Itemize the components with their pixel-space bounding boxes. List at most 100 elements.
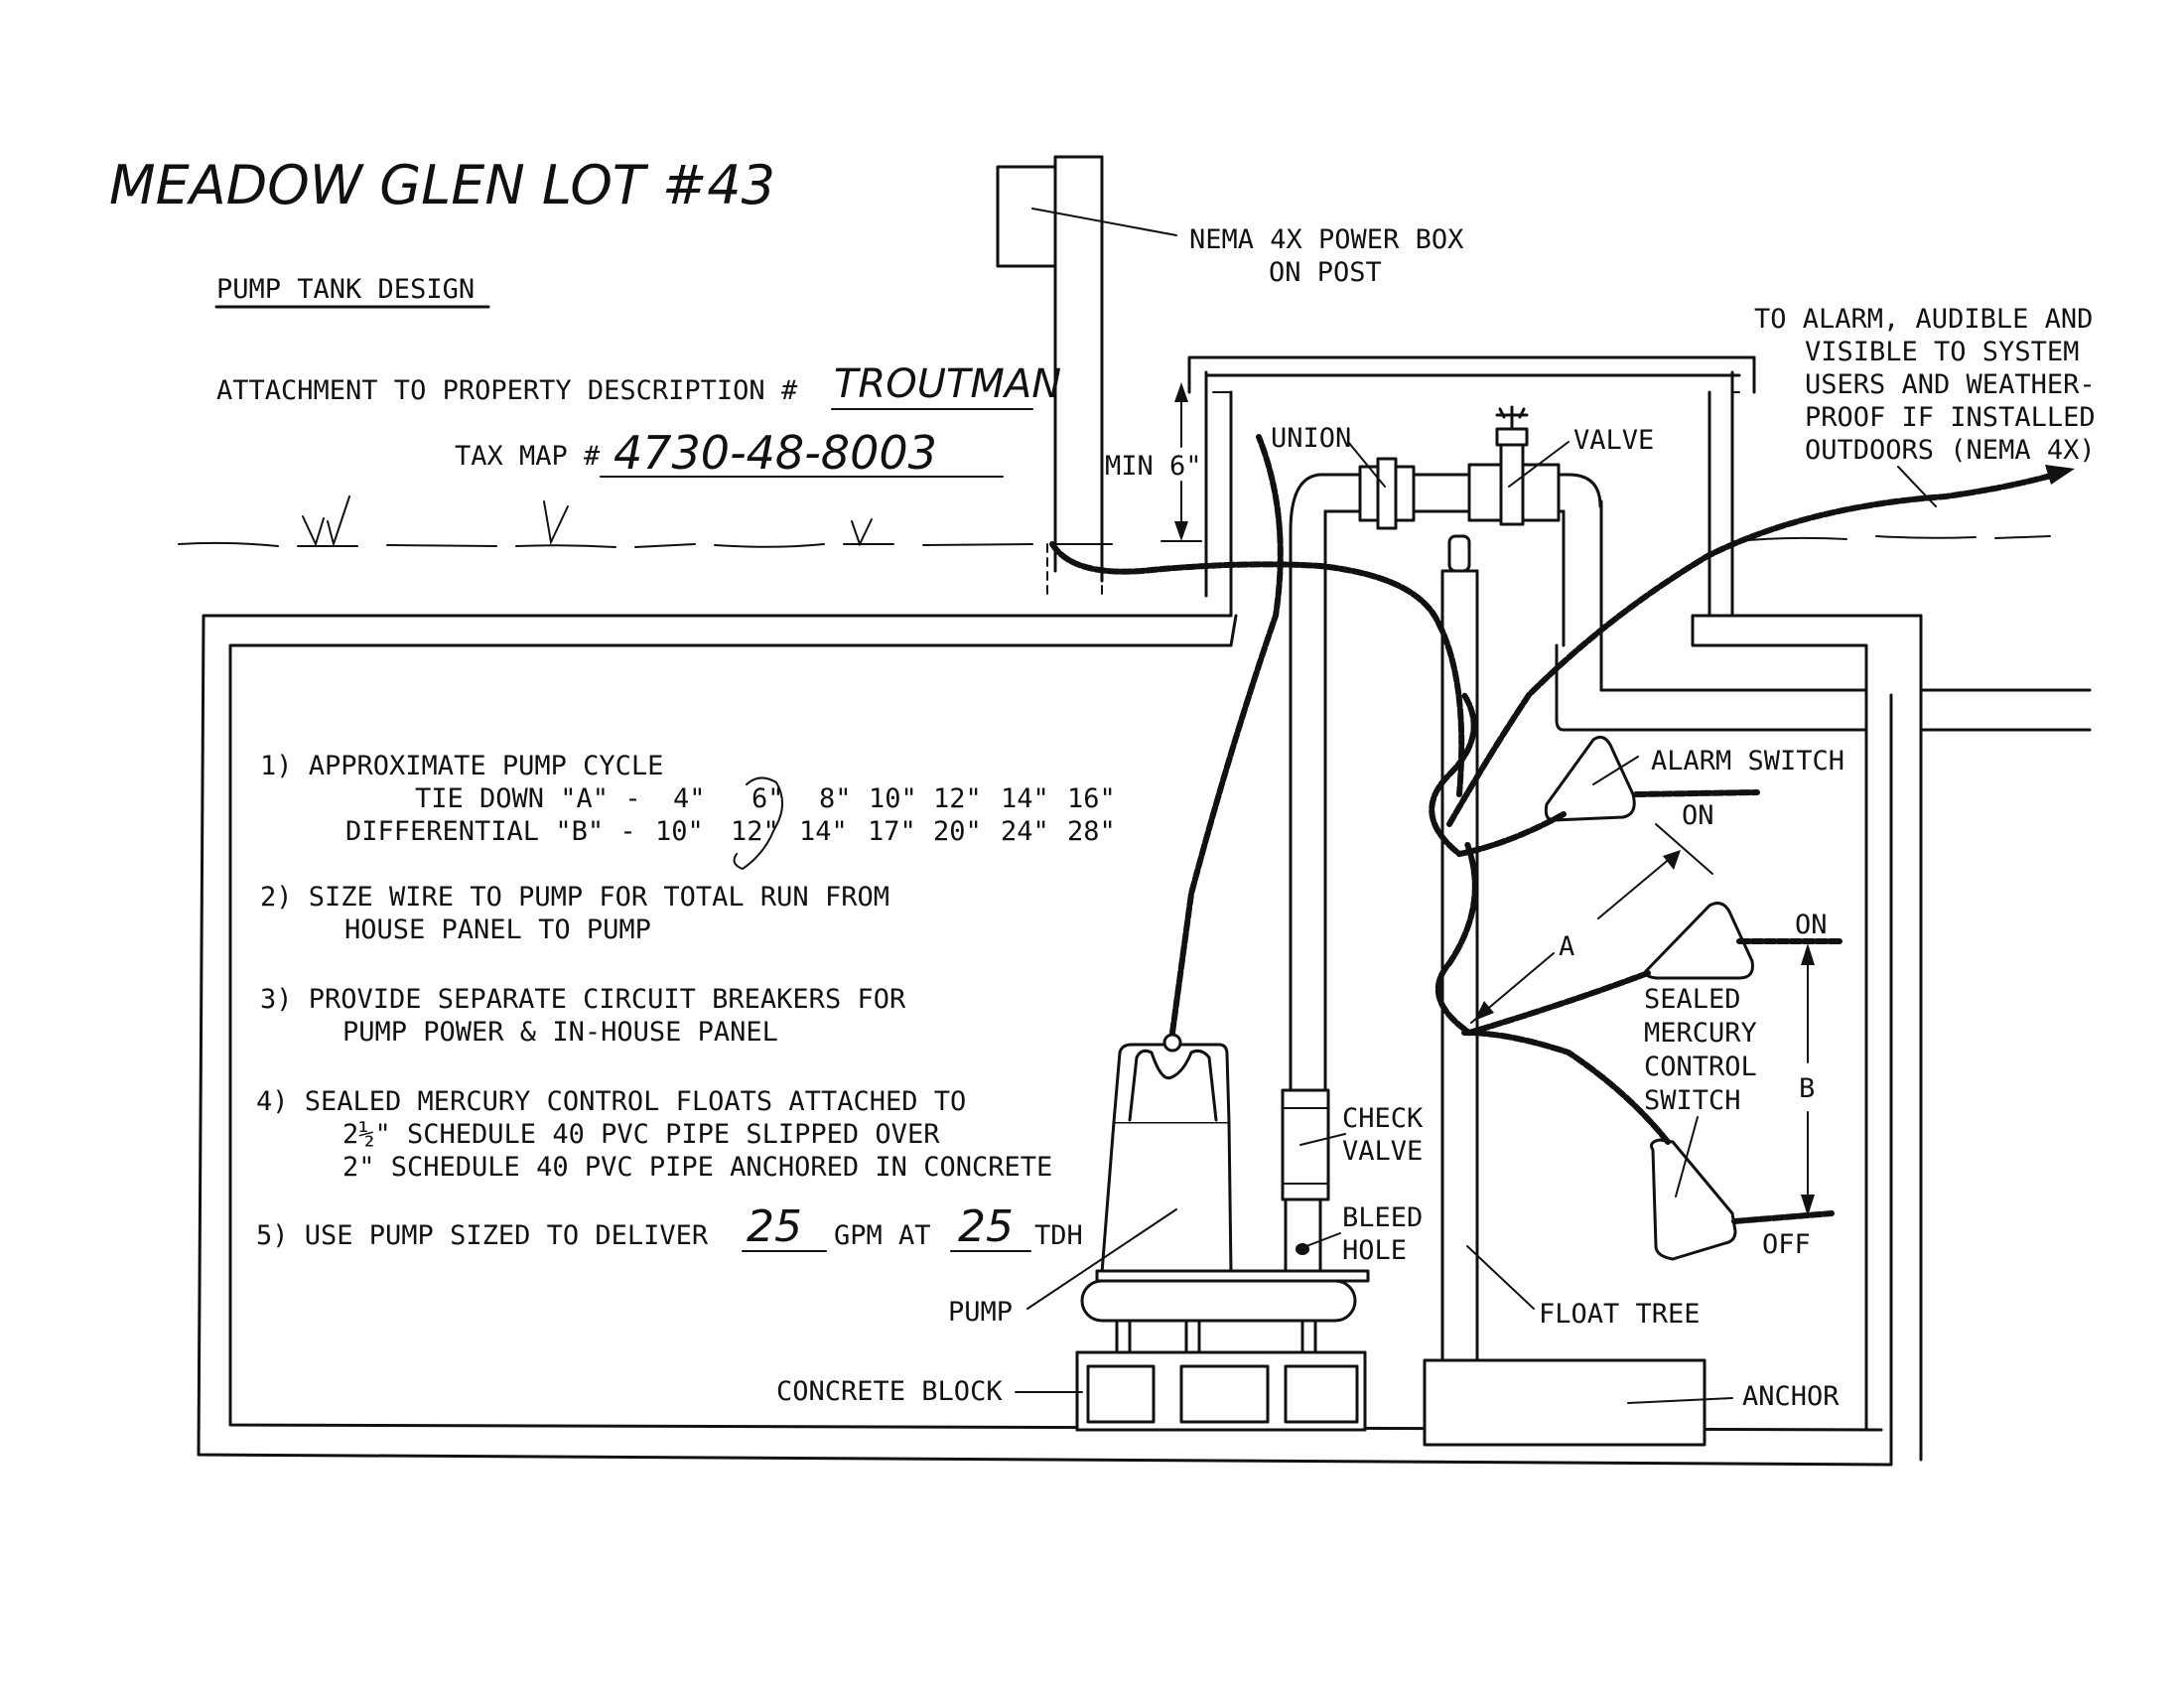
selection-circle-icon — [733, 776, 783, 871]
pump-label: PUMP — [948, 1297, 1013, 1328]
alarm-note-line5: OUTDOORS (NEMA 4X) — [1805, 435, 2096, 466]
pump-off-label: OFF — [1762, 1229, 1811, 1260]
check-valve-leader — [1299, 1133, 1346, 1146]
pump-on-label: ON — [1795, 910, 1828, 940]
note-1-differential-value: 17" — [868, 816, 916, 847]
pump-power-cord — [1169, 434, 1284, 1036]
note-5-suffix: TDH — [1034, 1220, 1083, 1251]
note-3-line2: PUMP POWER & IN-HOUSE PANEL — [342, 1017, 778, 1048]
alarm-note-line1: TO ALARM, AUDIBLE AND — [1754, 304, 2093, 335]
note-1-differential-value: 20" — [933, 816, 982, 847]
alarm-note-line2: VISIBLE TO SYSTEM — [1805, 337, 2079, 367]
float-tree — [1440, 534, 1479, 1362]
on-float-cord — [1434, 841, 1651, 1037]
tax-map-label: TAX MAP # — [455, 441, 601, 472]
note-5-gpm-value: 25 — [747, 1201, 802, 1252]
alarm-level-mark — [1633, 789, 1760, 797]
septic-pump-tank — [197, 499, 2092, 1467]
float-tree-leader — [1466, 1245, 1535, 1310]
note-5-tdh-value: 25 — [958, 1201, 1014, 1252]
min-6-label: MIN 6" — [1105, 451, 1202, 482]
sealed-switch-label-line1: SEALED — [1644, 984, 1741, 1015]
note-2-line1: 2) SIZE WIRE TO PUMP FOR TOTAL RUN FROM — [260, 882, 889, 913]
access-riser — [1187, 355, 1756, 618]
note-1-differential-value: 28" — [1067, 816, 1116, 847]
anchor-label: ANCHOR — [1742, 1381, 1840, 1412]
float-tree-label: FLOAT TREE — [1539, 1299, 1701, 1330]
note-1-tie-down-value: 14" — [1001, 783, 1049, 814]
sealed-switch-label-line4: SWITCH — [1644, 1085, 1741, 1116]
power-box-label-line2: ON POST — [1269, 257, 1382, 288]
dimension-b-label: B — [1799, 1073, 1815, 1104]
note-1-differential-label: DIFFERENTIAL "B" - — [345, 816, 636, 847]
note-1-differential-value: 14" — [799, 816, 848, 847]
check-valve-label-line2: VALVE — [1342, 1136, 1423, 1167]
discharge-pipe — [1289, 473, 1602, 1104]
power-box-post — [996, 155, 1104, 597]
note-1-tie-down-value: 10" — [869, 783, 917, 814]
note-5-prefix: 5) USE PUMP SIZED TO DELIVER — [256, 1220, 709, 1251]
alarm-cable — [1446, 469, 2068, 827]
power-box-label-line1: NEMA 4X POWER BOX — [1189, 224, 1463, 255]
handwritten-title: MEADOW GLEN LOT #43 — [109, 154, 775, 216]
note-4-line2: 2½" SCHEDULE 40 PVC PIPE SLIPPED OVER — [342, 1119, 940, 1150]
dimension-b — [1801, 943, 1815, 1216]
ground-surface — [178, 495, 2051, 548]
min-6-dimension — [1160, 382, 1202, 542]
union-label: UNION — [1271, 423, 1351, 454]
sealed-switch-leader — [1675, 1116, 1699, 1197]
note-1-title: 1) APPROXIMATE PUMP CYCLE — [260, 751, 663, 781]
tax-map-value: 4730-48-8003 — [614, 426, 937, 480]
note-1-differential-value: 24" — [1001, 816, 1049, 847]
power-feed-cord — [1049, 541, 1465, 797]
alarm-on-label: ON — [1682, 800, 1714, 831]
note-4-line1: 4) SEALED MERCURY CONTROL FLOATS ATTACHE… — [256, 1086, 966, 1117]
alarm-float-icon — [1544, 735, 1636, 822]
alarm-float-cord — [1429, 692, 1567, 858]
doc-title: PUMP TANK DESIGN — [216, 274, 475, 305]
union-leader — [1347, 441, 1386, 488]
note-4-line3: 2" SCHEDULE 40 PVC PIPE ANCHORED IN CONC… — [342, 1152, 1052, 1183]
note-1-tie-down-value: 16" — [1067, 783, 1116, 814]
anchor-icon — [1423, 1358, 1706, 1447]
concrete-block-label: CONCRETE BLOCK — [776, 1376, 1003, 1407]
alarm-leader — [1897, 466, 1937, 507]
bleed-hole-leader — [1305, 1232, 1341, 1247]
gate-valve-icon — [1467, 405, 1561, 526]
notes-block: 1) APPROXIMATE PUMP CYCLE TIE DOWN "A" -… — [256, 751, 1116, 1252]
note-1-differential-value: 10" — [655, 816, 704, 847]
bleed-hole-label-line1: BLEED — [1342, 1202, 1423, 1233]
submersible-pump-icon — [1080, 1033, 1370, 1352]
grass-tuft-icon — [851, 518, 873, 547]
grass-tuft-icon — [302, 495, 350, 548]
off-float-cord — [1461, 1030, 1671, 1145]
note-5-mid: GPM AT — [834, 1220, 931, 1251]
note-1-differential-value: 12" — [731, 816, 779, 847]
alarm-cable-arrow-icon — [2045, 465, 2075, 485]
note-1-tie-down-label: TIE DOWN "A" - — [415, 783, 641, 814]
pump-leader — [1026, 1208, 1177, 1310]
attachment-value: TROUTMAN — [834, 361, 1061, 407]
pump-off-float-icon — [1650, 1138, 1737, 1261]
check-valve-label-line1: CHECK — [1342, 1103, 1424, 1134]
power-box-leader — [1031, 208, 1177, 236]
concrete-block-icon — [1075, 1350, 1367, 1432]
attachment-label: ATTACHMENT TO PROPERTY DESCRIPTION # — [216, 375, 798, 406]
alarm-note-line4: PROOF IF INSTALLED — [1805, 402, 2096, 433]
grass-tuft-icon — [543, 500, 569, 546]
pump-off-level-mark — [1731, 1210, 1835, 1224]
dimension-a-label: A — [1559, 931, 1574, 962]
anchor-leader — [1627, 1397, 1733, 1404]
check-valve-icon — [1281, 1088, 1330, 1201]
alarm-note-line3: USERS AND WEATHER- — [1805, 369, 2096, 400]
dimension-a — [1470, 823, 1713, 1024]
sealed-switch-label-line3: CONTROL — [1644, 1052, 1757, 1082]
alarm-switch-leader — [1592, 756, 1639, 785]
note-3-line1: 3) PROVIDE SEPARATE CIRCUIT BREAKERS FOR — [260, 984, 906, 1015]
note-1-tie-down-value: 12" — [933, 783, 982, 814]
sealed-switch-label-line2: MERCURY — [1644, 1018, 1757, 1049]
alarm-switch-label: ALARM SWITCH — [1651, 746, 1844, 776]
valve-leader — [1508, 441, 1570, 488]
valve-label: VALVE — [1573, 425, 1654, 456]
